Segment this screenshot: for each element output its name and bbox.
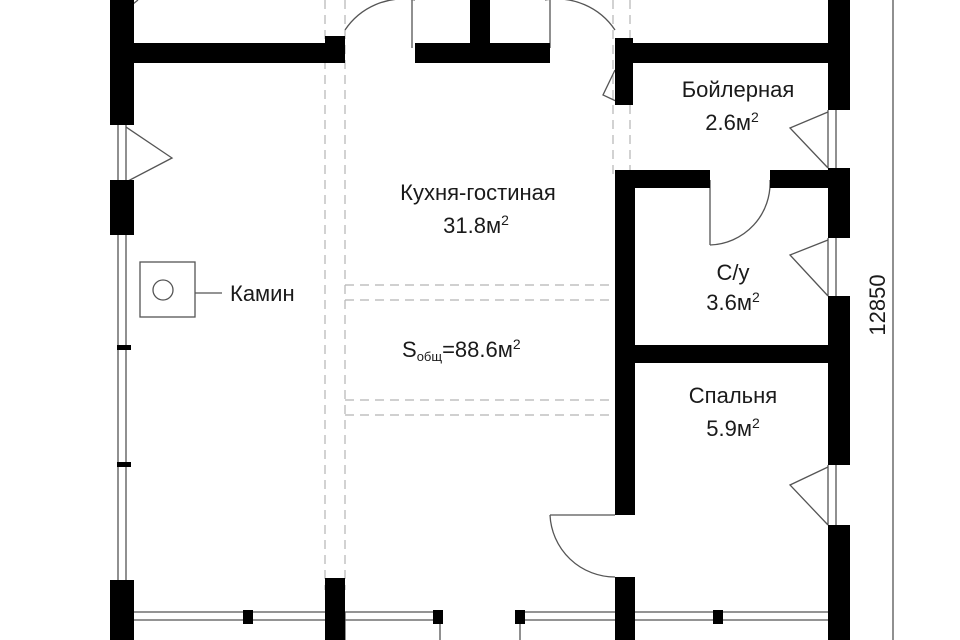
dashed-guides [324,0,631,590]
kitchen-living-name: Кухня-гостиная [400,180,556,205]
wc-area: 3.6м2 [706,289,760,315]
total-area: Sобщ=88.6м2 [402,336,521,364]
fireplace-label: Камин [230,281,295,306]
dimension-height-label: 12850 [865,274,890,335]
fireplace-symbol [139,261,196,318]
kitchen-living-area: 31.8м2 [443,212,509,238]
door-swings [125,0,829,578]
walls [110,0,850,640]
wc-name: С/у [717,260,750,285]
boiler-room-area: 2.6м2 [705,109,759,135]
bedroom-area: 5.9м2 [706,415,760,441]
thin-lines [117,0,894,640]
boiler-room-name: Бойлерная [682,77,795,102]
bedroom-name: Спальня [689,383,777,408]
